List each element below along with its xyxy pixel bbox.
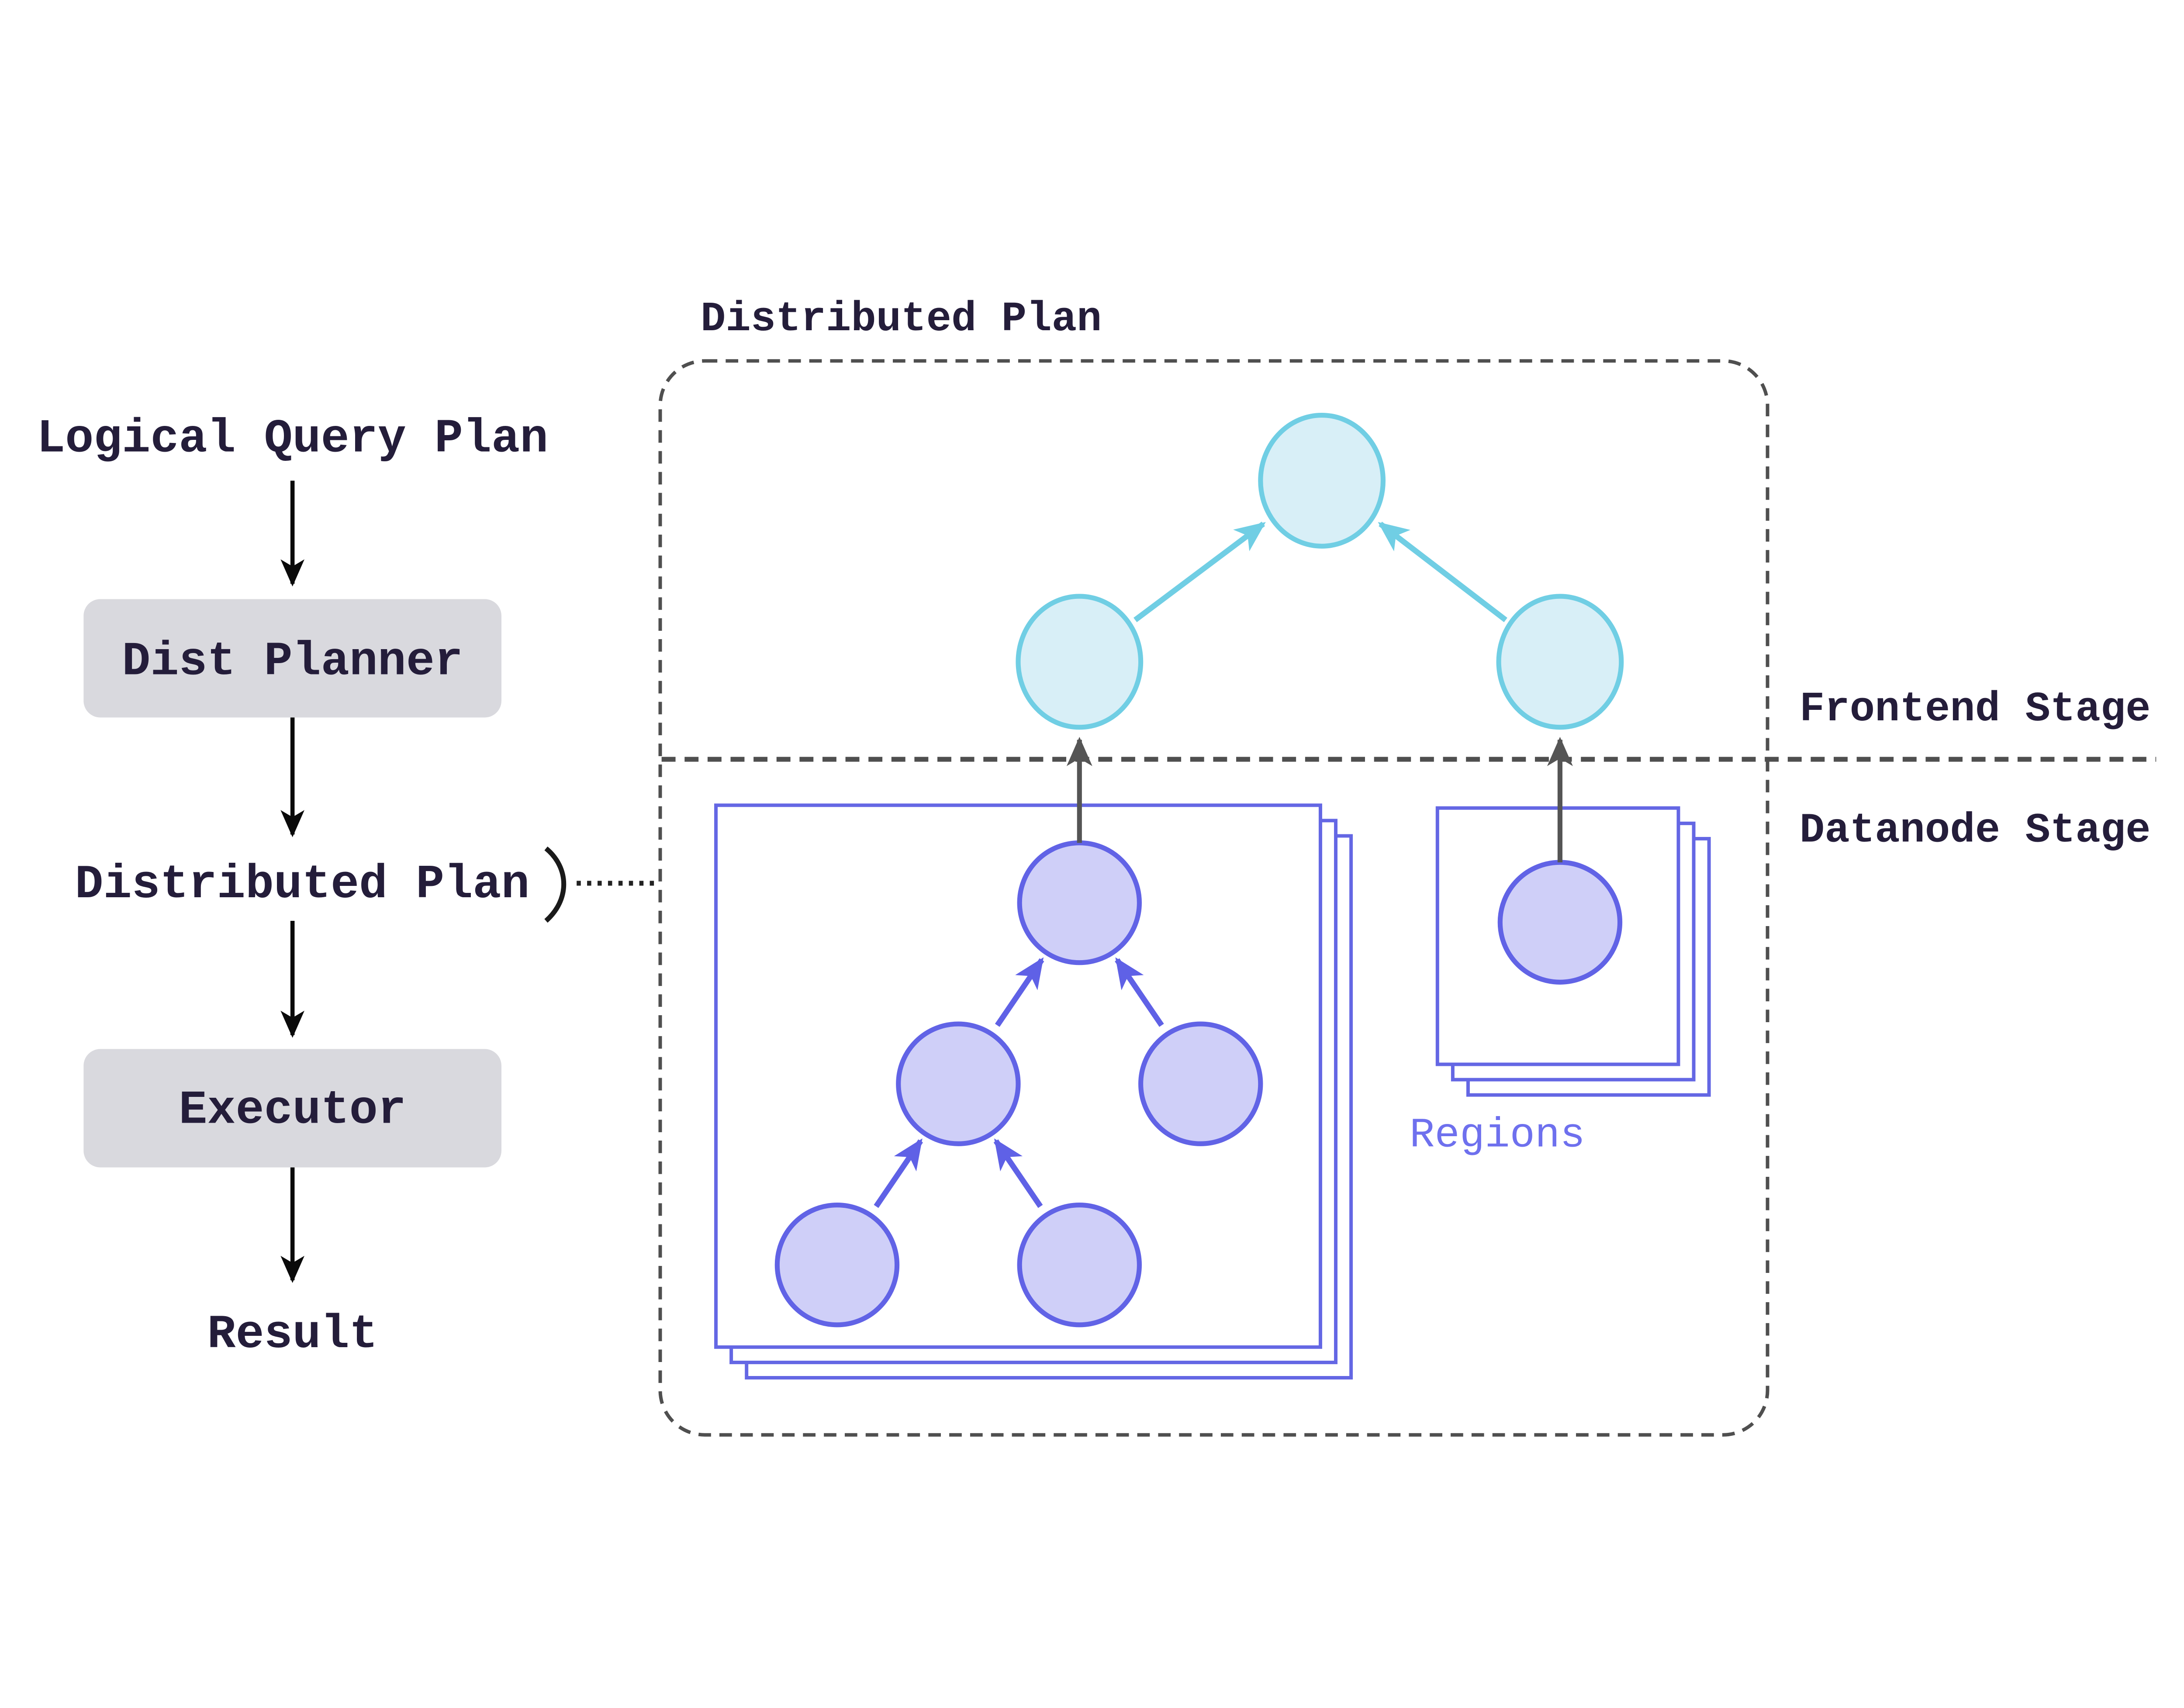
merge-arrow-icon <box>993 1138 1043 1208</box>
merge-arrow-icon <box>1115 957 1164 1027</box>
pipeline-flowchart: Logical Query Plan Dist Planner Distribu… <box>37 412 656 1362</box>
executor-box <box>83 1049 501 1168</box>
merge-arrow-icon <box>874 1138 923 1208</box>
merge-arrow-icon <box>1133 522 1266 622</box>
region-stack-left <box>714 803 1353 1380</box>
panel-dashed-border-icon <box>658 359 1769 1437</box>
dist-planner-box <box>83 599 501 718</box>
plan-node <box>896 1021 1021 1146</box>
logical-query-plan-label: Logical Query Plan <box>37 412 548 466</box>
plan-node <box>1497 860 1623 985</box>
merge-node <box>1496 594 1624 730</box>
regions-label: Regions <box>1410 1112 1585 1159</box>
distributed-plan-panel: Distributed Plan Frontend Stage Datanode… <box>658 295 2156 1437</box>
merge-arrow-icon <box>1378 522 1507 622</box>
plan-node <box>1017 1202 1142 1328</box>
close-bracket-icon <box>544 846 567 923</box>
merge-arrow-icon <box>995 957 1044 1027</box>
merge-node <box>1016 594 1144 730</box>
merge-node <box>1258 412 1386 549</box>
result-label: Result <box>207 1308 377 1362</box>
plan-node <box>1017 840 1142 965</box>
frontend-merge-tree <box>1016 412 1624 730</box>
region-stack-right <box>1435 806 1711 1097</box>
panel-title: Distributed Plan <box>701 295 1102 343</box>
executor-label: Executor <box>179 1083 406 1137</box>
plan-node <box>774 1202 900 1328</box>
distributed-plan-label: Distributed Plan <box>75 858 530 912</box>
plan-node <box>1138 1021 1263 1146</box>
frontend-stage-label: Frontend Stage <box>1800 685 2151 733</box>
dist-planner-label: Dist Planner <box>122 635 463 689</box>
datanode-stage-label: Datanode Stage <box>1800 806 2151 854</box>
